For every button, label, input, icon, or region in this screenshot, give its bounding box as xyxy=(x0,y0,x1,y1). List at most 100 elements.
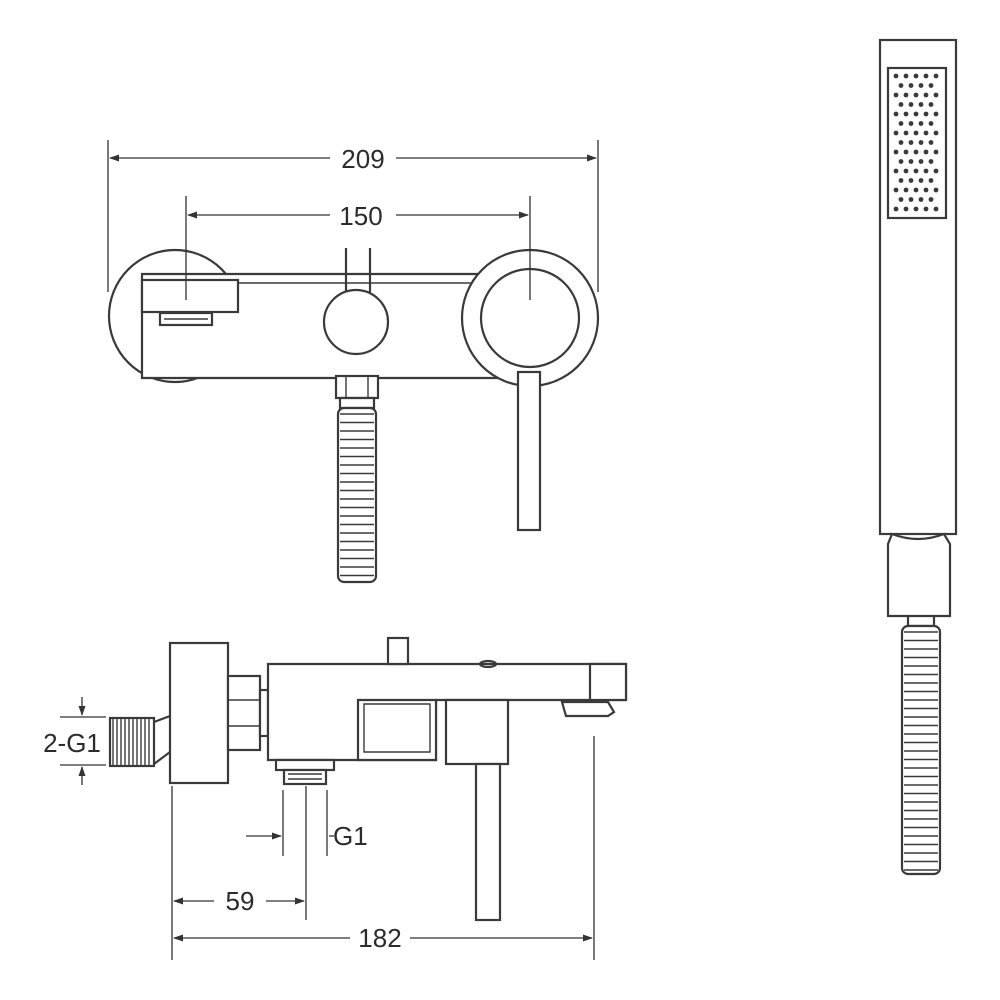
nozzle-dot xyxy=(898,178,904,183)
nozzle-dot xyxy=(893,168,899,174)
nozzle-dot xyxy=(923,168,929,174)
front-view xyxy=(107,248,600,584)
hand-shower xyxy=(878,38,958,876)
dimension-label-G1: G1 xyxy=(333,821,368,851)
nozzle-dot xyxy=(908,102,914,107)
diverter-block xyxy=(356,698,438,762)
shower-spray-face xyxy=(886,66,948,220)
nozzle-dot xyxy=(893,130,899,136)
nozzle-dot xyxy=(893,92,899,98)
nozzle-dot xyxy=(898,121,904,126)
dimension-150: 150 xyxy=(185,196,531,300)
spout-side xyxy=(560,662,628,718)
diverter-stem-side xyxy=(386,636,410,666)
nozzle-dot xyxy=(913,168,919,174)
nozzle-dot xyxy=(923,187,929,193)
nozzle-dot xyxy=(918,140,924,145)
nozzle-dot xyxy=(923,206,929,212)
nozzle-dot xyxy=(903,187,909,193)
nozzle-dot xyxy=(933,111,939,117)
nozzle-dot xyxy=(918,159,924,164)
spout-outlet xyxy=(140,278,240,327)
nozzle-dot xyxy=(908,140,914,145)
nozzle-dot xyxy=(903,92,909,98)
spray-nozzles xyxy=(893,73,939,212)
nozzle-dot xyxy=(908,159,914,164)
hose-front xyxy=(336,406,378,584)
side-view xyxy=(108,636,628,922)
nozzle-dot xyxy=(933,149,939,155)
nozzle-dot xyxy=(893,111,899,117)
nozzle-dot xyxy=(898,159,904,164)
nozzle-dot xyxy=(903,73,909,79)
nozzle-dot xyxy=(913,206,919,212)
nozzle-dot xyxy=(913,149,919,155)
nozzle-dot xyxy=(923,92,929,98)
shower-connector xyxy=(886,532,952,628)
nozzle-dot xyxy=(893,206,899,212)
nozzle-dot xyxy=(918,178,924,183)
dimension-182: 182 xyxy=(173,736,595,960)
nozzle-dot xyxy=(913,111,919,117)
bottom-outlet xyxy=(274,758,336,786)
nozzle-dot xyxy=(903,111,909,117)
dimension-label-59: 59 xyxy=(226,886,255,916)
nozzle-dot xyxy=(893,187,899,193)
dimension-label-182: 182 xyxy=(358,923,401,953)
shower-hose xyxy=(900,624,942,876)
lever-handle xyxy=(516,370,542,532)
threaded-inlet xyxy=(108,714,171,768)
dimension-label-150: 150 xyxy=(339,201,382,231)
dimension-59: 59 xyxy=(171,786,307,960)
nozzle-dot xyxy=(928,102,934,107)
nozzle-dot xyxy=(933,187,939,193)
nozzle-dot xyxy=(913,187,919,193)
nozzle-dot xyxy=(933,168,939,174)
nozzle-dot xyxy=(908,197,914,202)
handle-rose-side xyxy=(444,698,510,766)
nozzle-dot xyxy=(908,83,914,88)
nozzle-dot xyxy=(918,102,924,107)
nozzle-dot xyxy=(923,73,929,79)
nozzle-dot xyxy=(923,130,929,136)
nozzle-dot xyxy=(928,178,934,183)
nozzle-dot xyxy=(923,111,929,117)
nozzle-dot xyxy=(923,149,929,155)
nozzle-dot xyxy=(913,73,919,79)
hose-connector-nut xyxy=(334,374,380,410)
nozzle-dot xyxy=(928,197,934,202)
diverter-knob xyxy=(322,248,390,356)
nozzle-dot xyxy=(893,73,899,79)
side-connection-nut xyxy=(226,674,270,752)
dimension-209: 209 xyxy=(107,140,599,292)
nozzle-dot xyxy=(933,130,939,136)
nozzle-dot xyxy=(893,149,899,155)
nozzle-dot xyxy=(898,83,904,88)
nozzle-dot xyxy=(908,178,914,183)
nozzle-dot xyxy=(903,206,909,212)
nozzle-dot xyxy=(898,140,904,145)
nozzle-dot xyxy=(918,83,924,88)
nozzle-dot xyxy=(898,197,904,202)
nozzle-dot xyxy=(903,149,909,155)
shower-handle xyxy=(878,38,958,536)
nozzle-dot xyxy=(918,197,924,202)
nozzle-dot xyxy=(903,168,909,174)
nozzle-dot xyxy=(918,121,924,126)
dimension-label-2-G1: 2-G1 xyxy=(43,728,101,758)
nozzle-dot xyxy=(913,130,919,136)
nozzle-dot xyxy=(933,92,939,98)
nozzle-dot xyxy=(928,121,934,126)
nozzle-dot xyxy=(908,121,914,126)
nozzle-dot xyxy=(928,159,934,164)
dimension-label-209: 209 xyxy=(341,144,384,174)
wall-flange-side xyxy=(168,641,230,785)
nozzle-dot xyxy=(933,73,939,79)
dimension-2-G1: 2-G1 xyxy=(43,697,106,785)
lever-handle-side xyxy=(474,762,502,922)
nozzle-dot xyxy=(903,130,909,136)
nozzle-dot xyxy=(928,140,934,145)
nozzle-dot xyxy=(898,102,904,107)
nozzle-dot xyxy=(928,83,934,88)
